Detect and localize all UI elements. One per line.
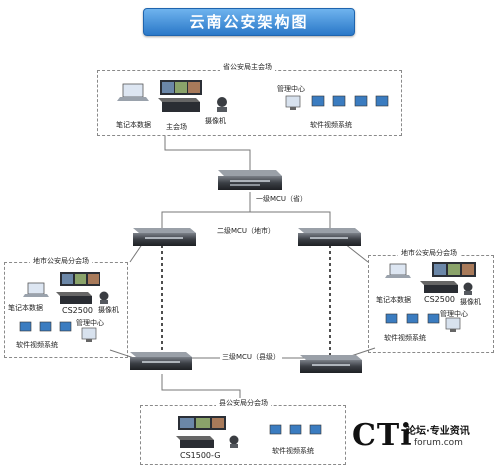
city-left-camera-icon [99,291,109,304]
county-display-icon [178,416,226,430]
city-right-soft-label: 软件视频系统 [384,334,426,342]
county-codec-icon [176,436,214,448]
city-right-cs-label: CS2500 [424,295,456,304]
watermark-slogan: 论坛·专业资讯 [406,426,470,437]
codec-box-icon [158,98,200,112]
province-mgmt-label: 管理中心 [277,85,305,93]
display-wall-icon [160,80,202,95]
mcu-level2-right-device [298,228,361,246]
city-left-laptop-icon [23,282,49,297]
city-left-cs-label: CS2500 [62,306,94,315]
zone-county-label: 县公安局分会场 [216,398,271,408]
city-left-mgmt-label: 管理中心 [76,319,104,327]
management-pc-icon [285,95,301,110]
mcu-level3-right-device [300,355,362,373]
city-right-codec-icon [420,281,458,293]
mcu-level1-label: 一级MCU（省） [256,195,308,203]
link-mcu2-bar [161,211,331,232]
city-right-mgmt-pc-icon [445,317,461,332]
link-province-mcu1 [164,136,251,170]
county-camera-icon [229,435,239,448]
city-right-camera-label: 摄像机 [460,298,481,306]
county-soft-label: 软件视频系统 [272,447,314,455]
watermark-brand: CTi [352,418,413,453]
video-client-icons [311,95,389,107]
watermark-domain: forum.com [414,438,463,448]
mcu-level3-label: 三级MCU（县级） [220,352,283,362]
city-right-client-icons [385,313,440,324]
city-right-display-icon [432,262,476,277]
county-cs-label: CS1500-G [180,451,221,460]
county-client-icons [269,424,322,435]
province-main-label: 主会场 [166,123,187,131]
zone-city-right-label: 地市公安局分会场 [398,248,460,258]
city-right-camera-icon [463,282,473,295]
city-left-laptop-label: 笔记本数据 [8,304,43,312]
province-laptop-label: 笔记本数据 [116,121,151,129]
city-right-mgmt-label: 管理中心 [440,310,468,318]
city-left-display-icon [60,272,100,286]
mcu-level3-left-device [130,352,192,370]
province-camera-label: 摄像机 [205,117,226,125]
zone-province-label: 省公安局主会场 [220,62,275,72]
city-left-camera-label: 摄像机 [98,306,119,314]
diagram-title: 云南公安架构图 [143,8,355,36]
mcu-level2-label: 二级MCU（地市） [215,226,278,236]
zone-city-left-label: 地市公安局分会场 [30,256,92,266]
city-right-laptop-label: 笔记本数据 [376,296,411,304]
city-left-client-icons [19,321,72,332]
mcu-level2-left-device [133,228,196,246]
city-left-mgmt-pc-icon [81,327,97,342]
city-right-laptop-icon [385,263,411,278]
laptop-icon [117,83,149,101]
watermark: CTi 论坛·专业资讯 forum.com [352,412,498,466]
city-left-codec-icon [56,292,92,304]
city-left-soft-label: 软件视频系统 [16,341,58,349]
link-mcu3-county [161,374,241,405]
mcu-level1-device [218,170,282,190]
camera-icon [217,97,227,112]
province-soft-label: 软件视频系统 [310,121,352,129]
